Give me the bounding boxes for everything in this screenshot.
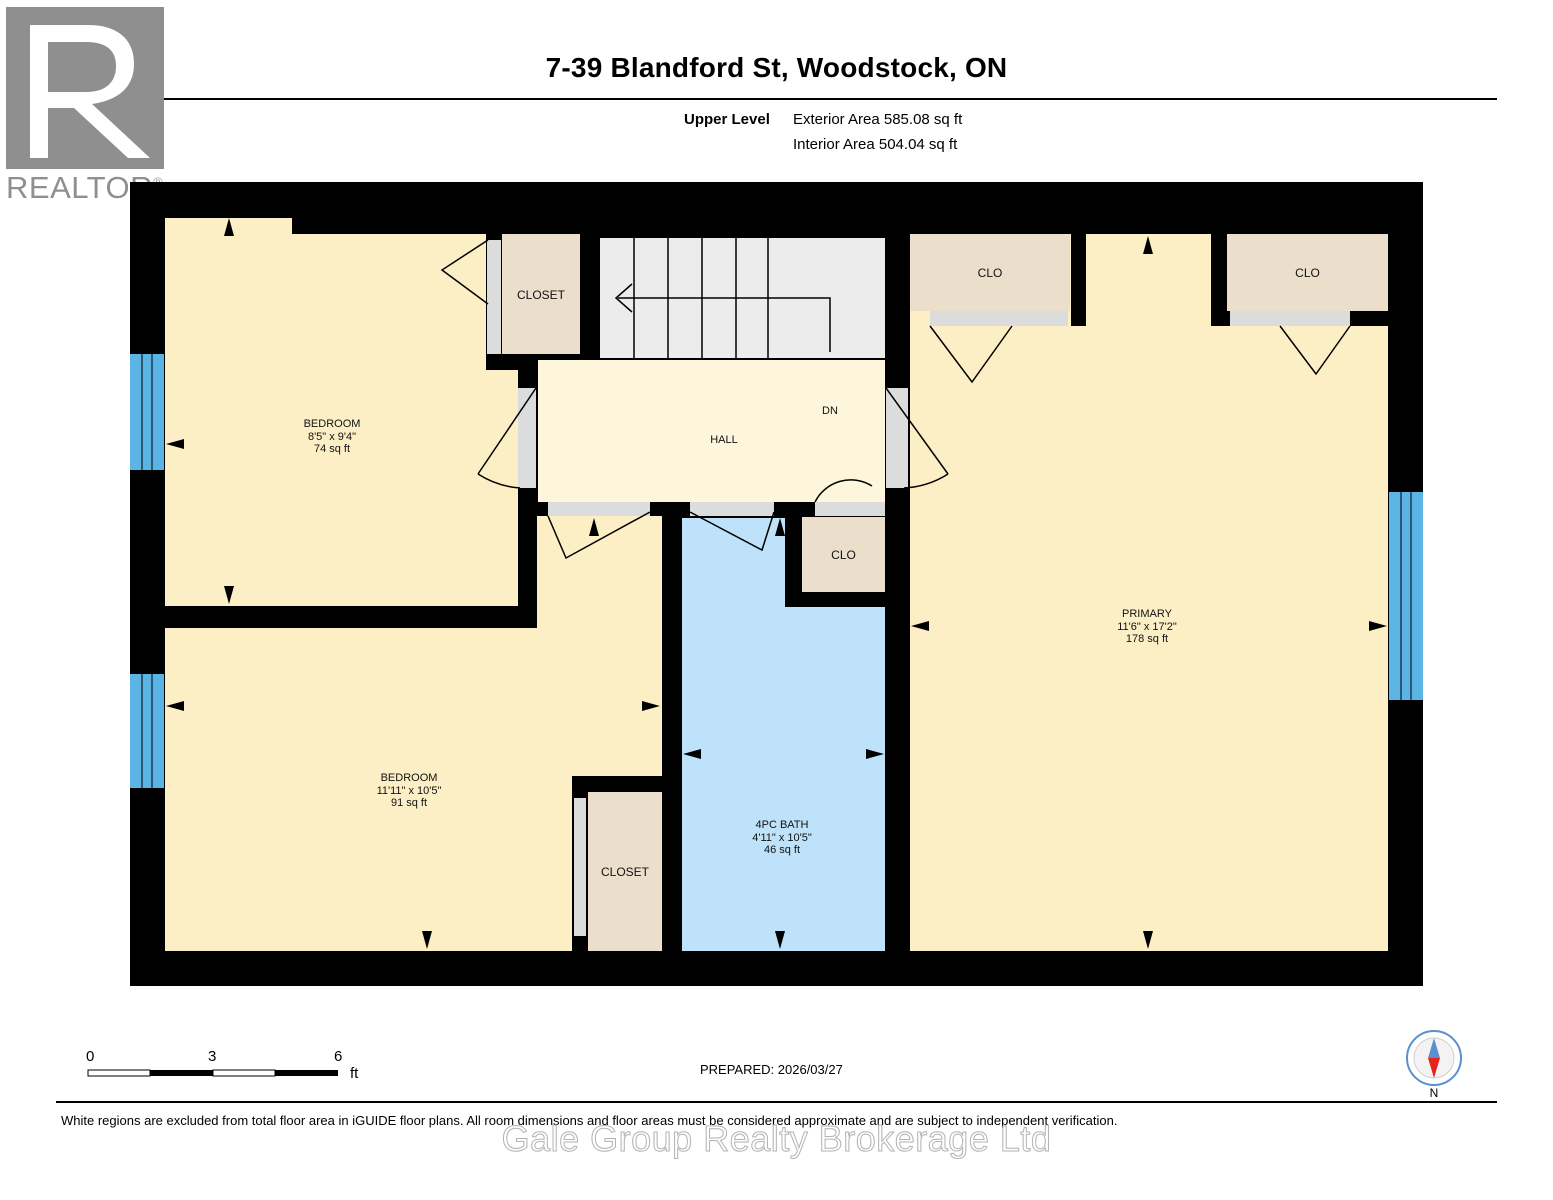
primary-clo-left-door: [930, 311, 1068, 326]
hall-floor: [538, 360, 885, 502]
stairs-arrow-icon: [614, 283, 633, 313]
windows: [130, 354, 1423, 788]
interior-area: Interior Area 504.04 sq ft: [793, 136, 958, 153]
closet2-door-track: [574, 798, 586, 936]
primary-clo-right-floor: [1227, 234, 1388, 311]
closet2-floor: [588, 792, 662, 951]
scale-unit: ft: [350, 1065, 359, 1082]
header-divider: [56, 98, 1497, 100]
scale-tick-0: 0: [86, 1048, 95, 1065]
realtor-r-icon: [6, 7, 164, 169]
primary-clo-left-floor: [910, 234, 1070, 311]
closet1-door-track: [487, 240, 501, 354]
bedroom1-label: BEDROOM 8'5" x 9'4" 74 sq ft: [303, 418, 361, 455]
scale-bar-graphic: [87, 1069, 338, 1077]
hall-clo-floor: [802, 517, 885, 592]
compass-north-label: N: [1429, 1086, 1439, 1100]
bedroom2-floor: [165, 516, 662, 951]
door-swings: [440, 239, 1351, 560]
closet2-label: CLOSET: [600, 865, 649, 879]
hall-clo-door: [815, 502, 885, 516]
watermark: Gale Group Realty Brokerage Ltd: [501, 1118, 1052, 1160]
prepared-date: PREPARED: 2026/03/27: [700, 1062, 843, 1077]
level-name: Upper Level: [684, 111, 770, 128]
bedroom2-label: BEDROOM 11'11" x 10'5" 91 sq ft: [376, 772, 442, 809]
bath-door: [690, 502, 774, 516]
footer-disclaimer: White regions are excluded from total fl…: [61, 1113, 1118, 1128]
realtor-logo: REALTOR®: [0, 0, 182, 214]
stairs-direction-line: [618, 297, 831, 352]
scale-tick-6: 6: [334, 1048, 343, 1065]
scale-tick-3: 3: [208, 1048, 217, 1065]
primary-clo-right-label: CLO: [1295, 266, 1320, 280]
hall-door-left: [518, 388, 536, 488]
dimension-arrows: [166, 218, 1387, 949]
compass: N: [1404, 1028, 1464, 1102]
bath-floor: [682, 518, 885, 951]
closet1-label: CLOSET: [516, 288, 565, 302]
page-title: 7-39 Blandford St, Woodstock, ON: [545, 52, 1008, 83]
bedroom1-floor: [165, 218, 518, 606]
primary-floor: [910, 234, 1388, 951]
compass-icon: [1406, 1030, 1462, 1086]
scale-bar: 0 3 6 ft: [80, 1046, 380, 1086]
primary-clo-right-door: [1230, 311, 1350, 326]
hall-door-right: [886, 388, 908, 488]
bedroom2-door: [548, 502, 650, 516]
footer-divider: [56, 1101, 1497, 1103]
stairs-down-label: DN: [822, 405, 838, 417]
primary-clo-left-label: CLO: [977, 266, 1003, 280]
hall-label: HALL: [710, 434, 738, 446]
exterior-area: Exterior Area 585.08 sq ft: [793, 111, 963, 128]
bath-label: 4PC BATH 4'11" x 10'5" 46 sq ft: [752, 819, 812, 856]
primary-label: PRIMARY 11'6" x 17'2" 178 sq ft: [1117, 608, 1177, 645]
hall-clo-label: CLO: [831, 548, 856, 562]
closet1-floor: [502, 234, 580, 354]
